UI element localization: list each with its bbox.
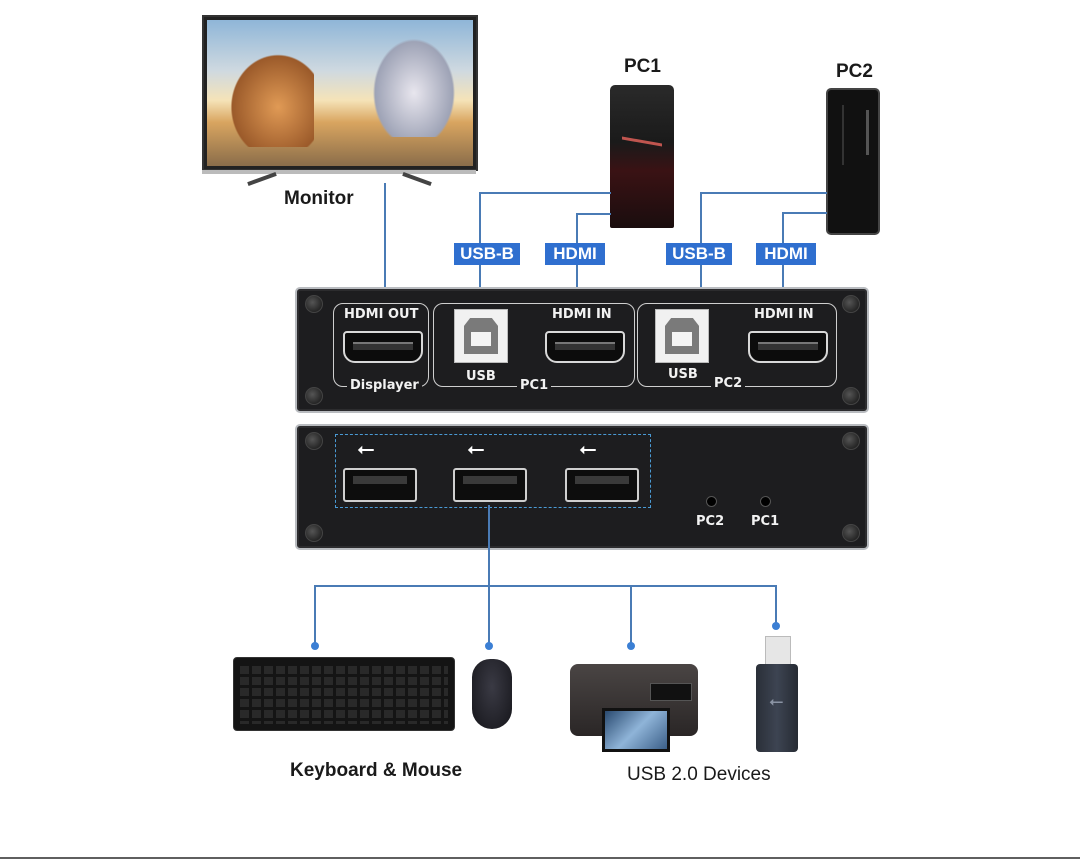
screw-icon	[842, 524, 860, 542]
pc2-hdmi-in-label: HDMI IN	[751, 307, 817, 322]
pc1-led-indicator	[760, 496, 771, 507]
pc2-usb-b-tag: USB-B	[666, 243, 732, 265]
pc2-group-label: PC2	[711, 376, 746, 391]
kvm-rear-panel: HDMI OUT Displayer USB HDMI IN PC1 USB H…	[295, 287, 869, 413]
hub-cable	[488, 505, 490, 645]
pc2-label: PC2	[836, 61, 873, 82]
screw-icon	[842, 387, 860, 405]
monitor-stand-right	[402, 171, 432, 187]
monitor-cable	[384, 183, 386, 290]
hdmi-out-label: HDMI OUT	[341, 307, 422, 322]
pc2-hdmi-in-port[interactable]	[748, 331, 828, 363]
pc1-hdmi-in-label: HDMI IN	[549, 307, 615, 322]
mouse-connector-dot	[485, 642, 493, 650]
pc2-usb-cable-v	[700, 192, 702, 290]
displayer-label: Displayer	[347, 378, 422, 393]
pc2-tower	[826, 88, 880, 235]
pc1-label: PC1	[624, 56, 661, 77]
printer-connector-dot	[627, 642, 635, 650]
mouse-icon	[472, 659, 512, 729]
screw-icon	[842, 432, 860, 450]
pc2-usb-label: USB	[665, 367, 701, 382]
pc1-usb-cable-h	[479, 192, 611, 194]
monitor	[202, 15, 478, 187]
usb-a-port-3[interactable]	[565, 468, 639, 502]
screw-icon	[305, 432, 323, 450]
usb-drive-icon: ⭠	[756, 636, 798, 752]
printer-icon	[570, 658, 700, 752]
usb-symbol-icon: ⭠	[579, 436, 597, 461]
usb-a-port-1[interactable]	[343, 468, 417, 502]
usb-a-port-2[interactable]	[453, 468, 527, 502]
screw-icon	[305, 387, 323, 405]
pc2-usb-cable-h	[700, 192, 827, 194]
keyboard-connector-dot	[311, 642, 319, 650]
pc1-led-label: PC1	[748, 514, 783, 529]
pc1-usb-b-tag: USB-B	[454, 243, 520, 265]
pc1-usb-cable-v	[479, 192, 481, 290]
pc2-usb-b-port[interactable]	[655, 309, 709, 363]
monitor-label: Monitor	[284, 188, 354, 209]
pc1-usb-label: USB	[463, 369, 499, 384]
monitor-stand-left	[247, 171, 277, 187]
pc2-hdmi-tag: HDMI	[756, 243, 816, 265]
peripheral-bus	[314, 585, 776, 587]
screw-icon	[305, 295, 323, 313]
bird-right-icon	[364, 27, 464, 137]
keyboard-mouse-label: Keyboard & Mouse	[290, 760, 463, 781]
bottom-divider	[0, 857, 1080, 859]
pc1-hdmi-cable-h	[576, 213, 611, 215]
keyboard-cable	[314, 585, 316, 645]
pc2-led-label: PC2	[693, 514, 728, 529]
printer-cable	[630, 585, 632, 645]
monitor-screen	[202, 15, 478, 171]
pc1-tower	[610, 85, 674, 228]
usb-symbol-icon: ⭠	[467, 436, 485, 461]
usb-symbol-icon: ⭠	[357, 436, 375, 461]
pc1-usb-b-port[interactable]	[454, 309, 508, 363]
usb-devices-label: USB 2.0 Devices	[627, 764, 771, 785]
pc1-hdmi-tag: HDMI	[545, 243, 605, 265]
pc1-hdmi-in-port[interactable]	[545, 331, 625, 363]
usb-hub-outline	[335, 434, 651, 508]
pc2-hdmi-cable-h	[782, 212, 827, 214]
pc2-led-indicator	[706, 496, 717, 507]
usb-drive-connector-dot	[772, 622, 780, 630]
kvm-front-panel: ⭠ ⭠ ⭠ PC2 PC1	[295, 424, 869, 550]
hdmi-out-port[interactable]	[343, 331, 423, 363]
keyboard-icon	[233, 657, 455, 731]
bird-left-icon	[224, 47, 314, 147]
screw-icon	[305, 524, 323, 542]
screw-icon	[842, 295, 860, 313]
pc1-group-label: PC1	[517, 378, 552, 393]
usb-drive-cable	[775, 585, 777, 625]
